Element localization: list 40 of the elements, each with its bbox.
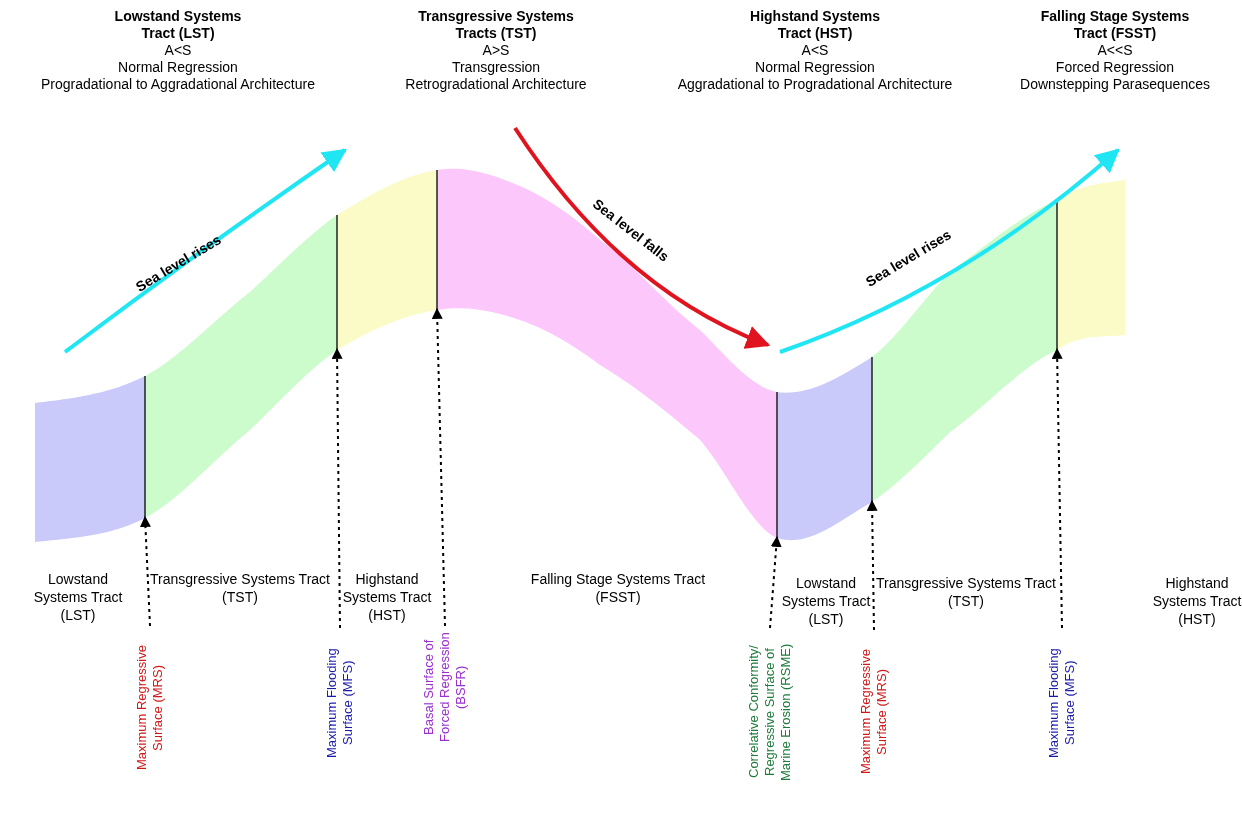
tract-property: Normal Regression <box>117 59 239 76</box>
tract-property: A>S <box>481 42 511 59</box>
systems-tract-band <box>35 376 145 542</box>
tract-property: Normal Regression <box>754 59 876 76</box>
systems-tract-label: Highstand Systems Tract (HST) <box>1152 574 1242 628</box>
tract-property: A<S <box>163 42 193 59</box>
leader-arrow <box>331 347 343 629</box>
leader-arrow <box>139 515 151 627</box>
systems-tract-label: Transgressive Systems Tract (TST) <box>150 570 330 606</box>
surface-label: Maximum Flooding Surface (MFS) <box>324 628 356 778</box>
systems-tract-label: Transgressive Systems Tract (TST) <box>876 574 1056 610</box>
tract-property: Downstepping Parasequences <box>1020 76 1210 93</box>
systems-tract-band <box>336 170 437 351</box>
leader-arrow <box>431 307 446 627</box>
tract-property: A<<S <box>1096 42 1134 59</box>
tract-heading: Lowstand Systems Tract (LST) <box>113 8 243 42</box>
tract-property: Transgression <box>450 59 542 76</box>
tract-heading: Transgressive Systems Tracts (TST) <box>417 8 575 42</box>
leader-arrow <box>1051 347 1063 629</box>
surface-label: Maximum Regressive Surface (MRS) <box>134 626 166 790</box>
tract-heading: Falling Stage Systems Tract (FSST) <box>1039 8 1191 42</box>
systems-tract-band <box>776 357 872 541</box>
leader-arrow <box>769 535 782 629</box>
systems-tract-band <box>436 168 777 538</box>
systems-tract-label: Falling Stage Systems Tract (FSST) <box>529 570 707 606</box>
surface-label: Maximum Regressive Surface (MRS) <box>858 630 890 794</box>
systems-tract-label: Highstand Systems Tract (HST) <box>342 570 432 624</box>
systems-tract-label: Lowstand Systems Tract (LST) <box>33 570 123 624</box>
surface-label: Correlative Conformity/ Regressive Surface of Marine Erosion (RSME) <box>746 628 794 796</box>
surface-label: Basal Surface of Forced Regression (BSFR) <box>421 626 469 748</box>
tract-property: A<S <box>800 42 830 59</box>
tract-property: Progradational to Aggradational Architecture <box>41 76 315 93</box>
tract-property: Retrogradational Architecture <box>405 76 587 93</box>
surface-label: Maximum Flooding Surface (MFS) <box>1046 628 1078 778</box>
systems-tract-label: Lowstand Systems Tract (LST) <box>781 574 871 628</box>
tract-property: Forced Regression <box>1054 59 1176 76</box>
tract-property: Aggradational to Progradational Architecture <box>677 76 953 93</box>
systems-tract-band <box>1056 180 1125 351</box>
tract-heading: Highstand Systems Tract (HST) <box>749 8 881 42</box>
leader-arrow <box>866 499 878 631</box>
